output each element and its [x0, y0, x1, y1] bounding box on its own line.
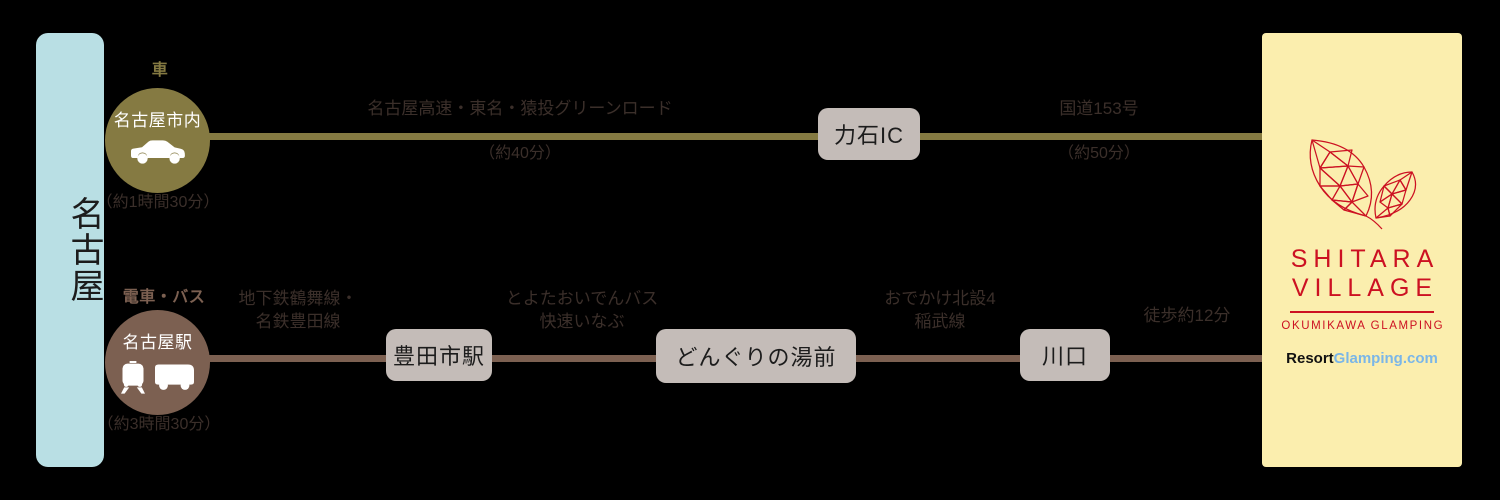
brand-footer-resort: Resort — [1286, 349, 1334, 367]
car-mode-heading: 車 — [151, 62, 169, 79]
origin-label: 名古屋 — [65, 196, 103, 304]
car-start-label: 名古屋市内 — [113, 111, 202, 130]
car-stop-chikaraishi-ic[interactable]: 力石IC — [818, 108, 920, 160]
origin-bar — [36, 33, 104, 467]
brand-subtitle: OKUMIKAWA GLAMPING — [1281, 319, 1445, 332]
train-segment-1-line-2: 名鉄豊田線 — [255, 311, 341, 331]
train-segment-1-line-1: 地下鉄鶴舞線・ — [238, 289, 358, 308]
brand-divider — [1290, 310, 1434, 313]
car-total-time: （約1時間30分） — [96, 194, 220, 211]
train-stop-donguri-no-yumae[interactable]: どんぐりの湯前 — [656, 329, 856, 383]
car-segment-2-duration: （約50分） — [1058, 145, 1140, 162]
train-route-line-segment-4 — [1106, 355, 1266, 362]
brand-footer[interactable]: ResortGlamping.com — [1286, 350, 1438, 367]
brand-name-line-1: SHITARA — [1290, 244, 1440, 273]
leaf-logo-icon — [1300, 134, 1424, 235]
train-segment-2-line-1: とよたおいでんバス — [505, 289, 659, 308]
train-segment-2-label: とよたおいでんバス 快速いなぶ — [492, 288, 672, 334]
train-stop-kawaguchi[interactable]: 川口 — [1020, 329, 1110, 381]
train-segment-3-label: おでかけ北設4 稲武線 — [868, 288, 1012, 334]
train-stop-toyotashi-eki[interactable]: 豊田市駅 — [386, 329, 492, 381]
train-route-line-segment-2 — [482, 355, 662, 362]
car-route-line-segment-2 — [918, 133, 1266, 140]
train-total-time: （約3時間30分） — [97, 416, 221, 433]
train-segment-3-line-1: おでかけ北設4 — [884, 289, 996, 308]
car-segment-1-duration: （約40分） — [479, 145, 561, 162]
train-route-line-segment-3 — [852, 355, 1024, 362]
car-icon — [130, 138, 186, 173]
train-bus-icon-group — [120, 360, 196, 399]
car-segment-1-label: 名古屋高速・東名・猿投グリーンロード — [367, 99, 673, 118]
train-icon — [120, 360, 146, 399]
train-segment-4-label: 徒歩約12分 — [1143, 306, 1231, 325]
car-start-circle[interactable]: 名古屋市内 — [105, 88, 210, 193]
train-mode-heading: 電車・バス — [122, 289, 206, 306]
train-route-line-segment-1 — [200, 355, 392, 362]
brand-footer-glamping: Glamping.com — [1333, 349, 1438, 367]
train-segment-1-label: 地下鉄鶴舞線・ 名鉄豊田線 — [210, 288, 386, 334]
car-icon-group — [130, 138, 186, 173]
car-route-line-segment-1 — [200, 133, 818, 140]
bus-icon — [152, 363, 196, 396]
destination-panel: SHITARA VILLAGE OKUMIKAWA GLAMPING Resor… — [1262, 33, 1462, 467]
brand-name: SHITARA VILLAGE — [1285, 245, 1440, 304]
train-start-label: 名古屋駅 — [122, 333, 193, 352]
car-segment-2-label: 国道153号 — [1059, 99, 1139, 118]
train-segment-2-line-2: 快速いなぶ — [539, 311, 625, 331]
train-segment-3-line-2: 稲武線 — [914, 311, 966, 331]
train-start-circle[interactable]: 名古屋駅 — [105, 310, 210, 415]
brand-name-line-2: VILLAGE — [1291, 274, 1439, 302]
